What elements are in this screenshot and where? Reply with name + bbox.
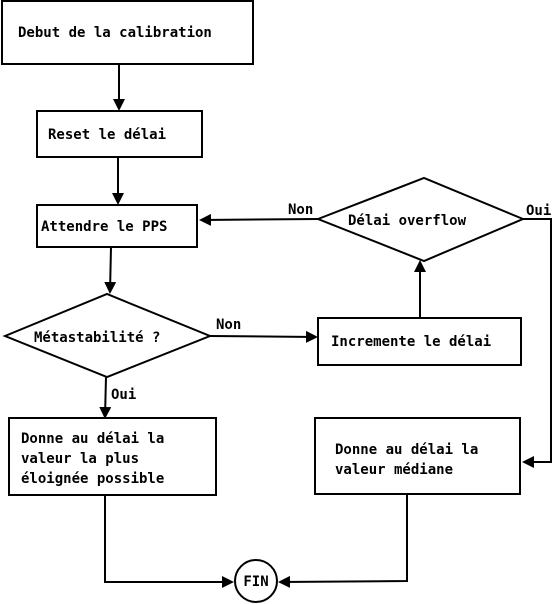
farthest-value-line-1: Donne au délai la xyxy=(21,431,164,447)
start-node: Debut de la calibration xyxy=(1,0,254,65)
end-node: FIN xyxy=(234,559,278,603)
metastability-label: Métastabilité ? xyxy=(34,330,160,346)
metastability-yes-label: Oui xyxy=(111,387,136,403)
overflow-decision: Délai overflow xyxy=(315,176,526,263)
overflow-label: Délai overflow xyxy=(348,213,467,229)
metastability-decision: Métastabilité ? xyxy=(2,292,213,379)
reset-node: Reset le délai xyxy=(36,110,203,158)
edge-metastability-no xyxy=(209,330,318,343)
increment-node: Incremente le délai xyxy=(317,317,522,366)
farthest-value-label: Donne au délai la valeur la plus éloigné… xyxy=(21,431,173,487)
farthest-value-node: Donne au délai la valeur la plus éloigné… xyxy=(8,417,217,496)
edge-overflow-yes xyxy=(522,218,552,468)
median-value-line-1: Donne au délai la xyxy=(335,442,478,458)
edge-wait-to-metastability xyxy=(104,246,117,294)
connectors xyxy=(99,64,552,588)
edge-overflow-no xyxy=(199,213,319,226)
median-value-line-2: valeur médiane xyxy=(335,462,453,478)
reset-label: Reset le délai xyxy=(48,127,166,143)
farthest-value-line-3: éloignée possible xyxy=(21,471,164,487)
farthest-value-line-2: valeur la plus xyxy=(21,451,139,467)
overflow-no-label: Non xyxy=(288,202,313,218)
start-label: Debut de la calibration xyxy=(18,25,212,41)
end-label: FIN xyxy=(243,574,268,590)
median-value-label: Donne au délai la valeur médiane xyxy=(335,442,487,478)
edge-farthest-to-end xyxy=(104,495,234,588)
edge-median-to-end xyxy=(278,494,408,588)
increment-label: Incremente le délai xyxy=(331,334,491,350)
wait-pps-label: Attendre le PPS xyxy=(41,219,167,235)
overflow-yes-label: Oui xyxy=(526,203,551,219)
wait-pps-node: Attendre le PPS xyxy=(36,204,198,248)
metastability-no-label: Non xyxy=(216,317,241,333)
edge-metastability-yes xyxy=(99,376,112,419)
median-value-node: Donne au délai la valeur médiane xyxy=(314,417,521,495)
